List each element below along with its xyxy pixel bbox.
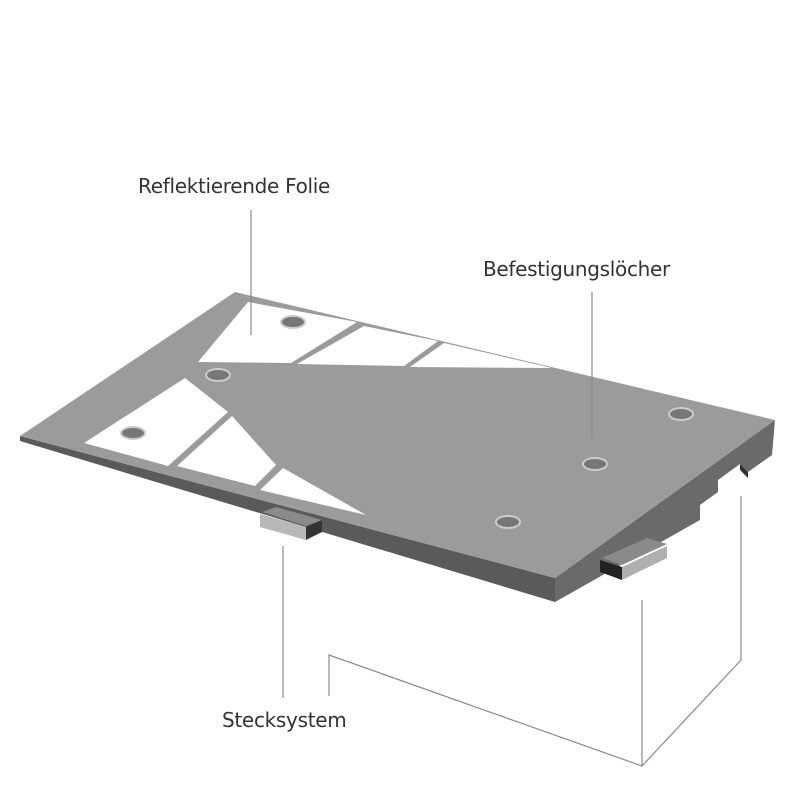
foil-piece xyxy=(177,416,276,486)
label-mounting-holes: Befestigungslöcher xyxy=(483,257,670,281)
connector-left xyxy=(260,507,322,540)
foil-piece xyxy=(260,468,366,515)
foil-piece xyxy=(297,326,438,366)
hole xyxy=(205,368,231,382)
hole xyxy=(582,457,608,471)
leader-plug-bracket xyxy=(328,600,643,767)
mounting-holes xyxy=(120,315,694,529)
hole xyxy=(280,315,306,329)
foil-piece xyxy=(198,302,357,363)
hole xyxy=(120,426,146,440)
leader-lines xyxy=(250,210,742,767)
top-surface xyxy=(20,292,775,578)
hole xyxy=(495,515,521,529)
label-plug-system: Stecksystem xyxy=(222,708,347,732)
reflective-foil xyxy=(84,302,552,515)
leader-plug-right xyxy=(641,496,742,767)
connector-right xyxy=(600,538,667,580)
foil-piece xyxy=(410,343,552,368)
side-notch xyxy=(740,464,748,478)
label-reflective-foil: Reflektierende Folie xyxy=(138,174,331,198)
hole xyxy=(668,407,694,421)
foil-piece xyxy=(84,378,228,466)
